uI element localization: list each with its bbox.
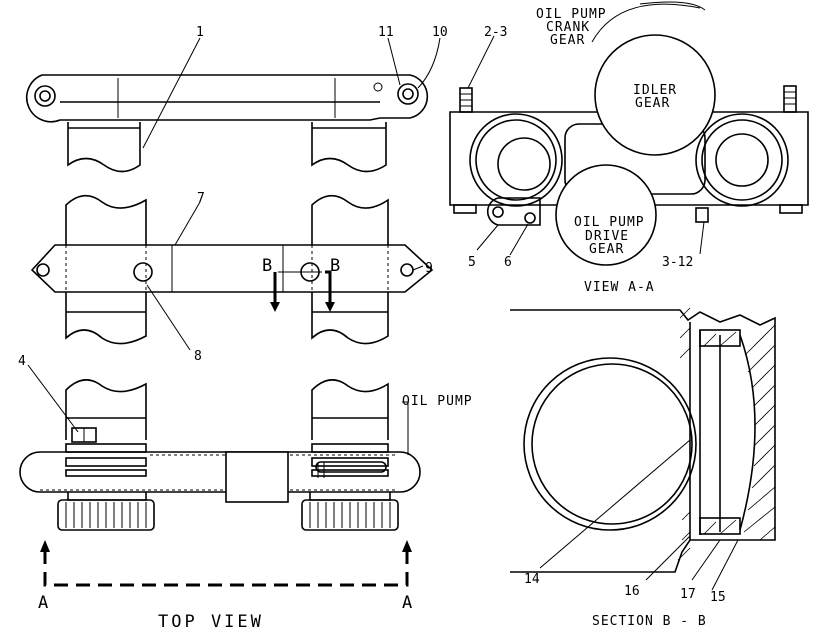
- label-15: 15: [710, 590, 726, 605]
- label-17: 17: [680, 587, 696, 602]
- crank-gear-line2: CRANK: [546, 20, 590, 35]
- label-10: 10: [432, 25, 448, 40]
- label-6: 6: [504, 255, 512, 270]
- section-a-right-label: A: [402, 593, 415, 613]
- middle-plate: [30, 194, 434, 351]
- label-9: 9: [425, 261, 433, 276]
- drive-gear-line1: OIL PUMP: [574, 215, 645, 230]
- idler-gear-line2: GEAR: [635, 96, 670, 111]
- section-a-left-label: A: [38, 593, 51, 613]
- oil-pump-label: OIL PUMP: [402, 394, 473, 409]
- section-b-b-title: SECTION B - B: [592, 614, 707, 629]
- section-b-right-label: B: [330, 256, 343, 276]
- top-view-title: TOP VIEW: [158, 612, 264, 632]
- section-b-left-label: B: [262, 256, 275, 276]
- idler-gear-line1: IDLER: [633, 83, 677, 98]
- label-2-3: 2-3: [484, 25, 507, 40]
- top-bracket: [25, 37, 441, 173]
- crank-gear-line3: GEAR: [550, 33, 585, 48]
- callout-labels: 1 11 10 7 9 8 4 B B OIL PUMP A A TOP VIE…: [18, 7, 726, 632]
- label-16: 16: [624, 584, 640, 599]
- label-11: 11: [378, 25, 394, 40]
- label-14: 14: [524, 572, 540, 587]
- label-1: 1: [196, 25, 204, 40]
- label-3-12: 3-12: [662, 255, 693, 270]
- label-4: 4: [18, 354, 26, 369]
- drive-gear-line2: DRIVE: [585, 229, 629, 244]
- label-5: 5: [468, 255, 476, 270]
- crank-gear-line1: OIL PUMP: [536, 7, 607, 22]
- view-a-a: [449, 1, 809, 266]
- bottom-assembly: [19, 364, 421, 587]
- label-8: 8: [194, 349, 202, 364]
- label-7: 7: [197, 191, 205, 206]
- section-b-b: [510, 307, 776, 591]
- drive-gear-line3: GEAR: [589, 242, 624, 257]
- view-a-a-title: VIEW A-A: [584, 280, 655, 295]
